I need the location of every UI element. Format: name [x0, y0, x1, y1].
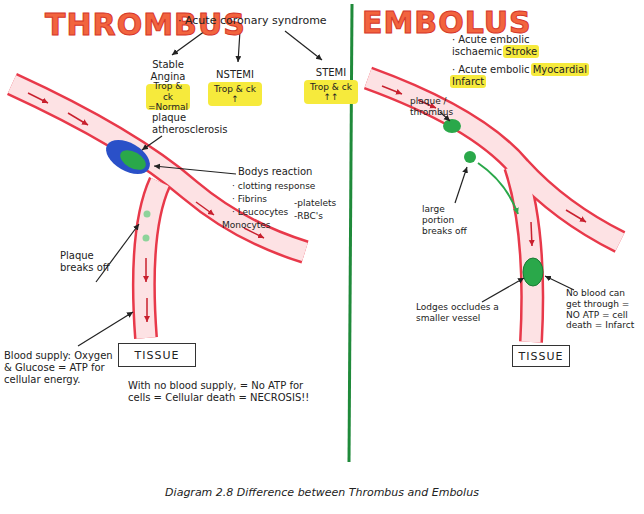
node-heading: Stable Angina	[140, 59, 196, 82]
leader-lines	[78, 112, 574, 346]
part-label: plaque atherosclerosis	[152, 112, 232, 136]
list-item: · clotting response	[232, 181, 315, 192]
note: · Acute embolic ischaemic Stroke	[452, 34, 580, 58]
lodged-embolus	[523, 258, 543, 286]
tissue-box: TISSUE	[512, 345, 570, 367]
highlight-band: STEMITrop & ck ↑↑	[304, 80, 358, 104]
artery-lumen	[368, 78, 620, 242]
node-heading: STEMI	[298, 67, 364, 79]
list-item: · Fibrins	[232, 194, 267, 205]
artery-wall	[515, 166, 532, 342]
thrombus	[443, 119, 461, 133]
thrombus	[117, 146, 149, 174]
list-item: -platelets	[294, 198, 336, 209]
node-text: TISSUE	[135, 349, 180, 362]
divider-line	[349, 4, 352, 462]
embolus-path	[478, 163, 518, 214]
highlight-band: Stable AnginaTrop & ck =Normal	[146, 84, 190, 110]
node-heading: NSTEMI	[202, 69, 268, 81]
plaque-fragment	[143, 235, 150, 242]
plaque-fragment	[144, 211, 151, 218]
tissue-box: TISSUE	[118, 343, 196, 367]
note: No blood can get through = NO ATP = cell…	[566, 288, 640, 331]
part-label: Plaque breaks off	[60, 250, 122, 274]
artery-lumen	[144, 182, 160, 338]
part-label: large portion breaks off	[422, 204, 478, 236]
note: With no blood supply, = No ATP for cells…	[128, 380, 318, 404]
list-item: Monocytes	[222, 220, 271, 231]
flow-arrows	[28, 86, 586, 322]
node-text: Trop & ck =Normal	[148, 81, 188, 112]
note: Blood supply: Oxygen & Glucose = ATP for…	[4, 350, 120, 386]
node-text: Trop & ck ↑↑	[306, 82, 356, 103]
artery-wall	[368, 78, 620, 242]
heading: EMBOLUS	[362, 8, 532, 38]
note: Bodys reaction	[238, 166, 312, 178]
list-item: · Leucocytes	[232, 207, 288, 218]
note: · Acute embolic Myocardial Infarct	[452, 64, 604, 88]
part-label: plaque / thrombus	[410, 96, 462, 118]
highlight-band: NSTEMITrop & ck ↑	[208, 82, 262, 106]
plaque	[100, 133, 156, 181]
artery-lumen	[515, 166, 532, 342]
caption: Diagram 2.8 Difference between Thrombus …	[0, 486, 644, 499]
list-item: -RBC's	[294, 211, 323, 222]
embolus	[464, 151, 476, 163]
part-label: Lodges occludes a smaller vessel	[416, 302, 502, 324]
note: · Acute coronary syndrome	[178, 14, 327, 27]
node-text: TISSUE	[519, 350, 564, 363]
artery-wall	[144, 182, 160, 338]
node-text: Trop & ck ↑	[210, 84, 260, 105]
